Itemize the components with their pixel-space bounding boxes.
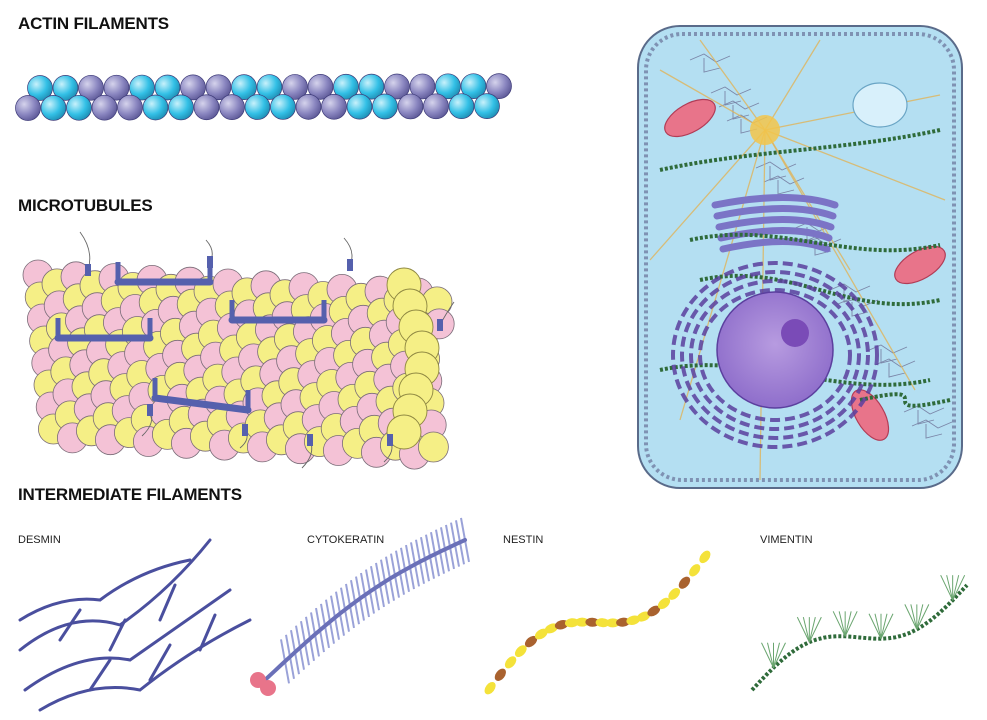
vimentin-branch (797, 617, 821, 642)
vimentin-branch (905, 604, 929, 629)
cytokeratin-head (260, 680, 276, 696)
actin-monomer (41, 95, 66, 120)
nestin-segment (676, 574, 692, 590)
vimentin-sidebranch (881, 614, 887, 639)
actin-monomer (118, 95, 143, 120)
actin-monomer (67, 95, 92, 120)
actin-monomer (449, 94, 474, 119)
vimentin-sidebranch (839, 611, 845, 636)
desmin-filament (60, 585, 215, 690)
vimentin-branch (869, 614, 893, 639)
actin-monomer (347, 94, 372, 119)
vimentin-sidebranch (881, 614, 893, 639)
vimentin-sidebranch (768, 643, 774, 668)
desmin-filament (20, 540, 210, 650)
tubulin-subunit (418, 432, 448, 462)
vesicle (853, 83, 907, 127)
actin-monomer (296, 94, 321, 119)
actin-monomer (220, 95, 245, 120)
desmin-illustration (20, 540, 250, 710)
actin-filament-illustration (16, 74, 512, 121)
vimentin-illustration (752, 575, 967, 690)
map-protein (307, 434, 313, 446)
map-protein (85, 264, 91, 276)
cytokeratin-filament (265, 540, 465, 680)
nestin-segment (697, 549, 713, 566)
map-protein (207, 256, 213, 268)
vimentin-sidebranch (941, 575, 953, 600)
vimentin-sidebranch (869, 614, 881, 639)
nestin-illustration (482, 549, 712, 697)
cell-cytoskeleton-illustration (638, 26, 962, 488)
map-protein (387, 434, 393, 446)
actin-monomer (16, 96, 41, 121)
vimentin-sidebranch (845, 611, 851, 636)
map-protein (242, 424, 248, 436)
vimentin-branch (833, 611, 857, 636)
map-protein (147, 404, 153, 416)
vimentin-sidebranch (803, 617, 809, 642)
vimentin-sidebranch (905, 604, 917, 629)
vimentin-sidebranch (833, 611, 845, 636)
actin-monomer (143, 95, 168, 120)
vimentin-sidebranch (911, 604, 917, 629)
nestin-segment (503, 654, 519, 670)
nestin-segment (687, 562, 703, 579)
actin-monomer (169, 95, 194, 120)
nestin-segment (482, 680, 498, 697)
vimentin-sidebranch (947, 575, 953, 600)
vimentin-sidebranch (797, 617, 809, 642)
nestin-segment (492, 667, 508, 684)
vimentin-filament (752, 585, 967, 690)
microtubule-illustration (23, 232, 454, 469)
vimentin-branch (941, 575, 965, 600)
actin-monomer (398, 94, 423, 119)
map-protein (347, 259, 353, 271)
actin-monomer (322, 94, 347, 119)
actin-monomer (475, 94, 500, 119)
cytokeratin-illustration (250, 518, 469, 696)
vimentin-sidebranch (762, 643, 774, 668)
actin-monomer (373, 94, 398, 119)
actin-monomer (92, 95, 117, 120)
vimentin-branch (762, 643, 786, 668)
actin-monomer (271, 94, 296, 119)
actin-monomer (245, 95, 270, 120)
actin-monomer (424, 94, 449, 119)
actin-monomer (194, 95, 219, 120)
nucleus (717, 292, 833, 408)
nucleolus (781, 319, 809, 347)
map-protein (437, 319, 443, 331)
centrosome (750, 115, 780, 145)
vimentin-sidebranch (845, 611, 857, 636)
vimentin-sidebranch (875, 614, 881, 639)
